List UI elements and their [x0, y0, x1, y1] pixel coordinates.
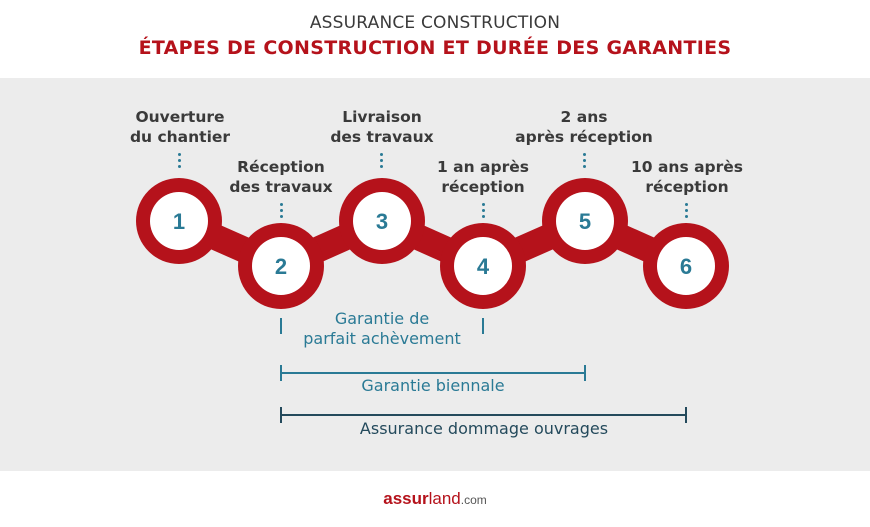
- page-subtitle: ASSURANCE CONSTRUCTION: [309, 13, 561, 33]
- step-circles: [136, 178, 729, 309]
- step-connector-dots-4: [482, 203, 485, 221]
- step-number-2: 2: [275, 254, 287, 279]
- step-connector-dots-5: [583, 153, 586, 171]
- step-connector-dots-1: [178, 153, 181, 171]
- step-connector-dots-2: [280, 203, 283, 221]
- step-number-5: 5: [579, 209, 591, 234]
- step-number-4: 4: [477, 254, 490, 279]
- step-number-3: 3: [376, 209, 388, 234]
- page-title: ÉTAPES DE CONSTRUCTION ET DURÉE DES GARA…: [138, 37, 732, 59]
- range-label-biennale: Garantie biennale: [361, 376, 505, 395]
- range-label-dommage-ouvrages: Assurance dommage ouvrages: [359, 419, 609, 438]
- step-connector-dots-6: [685, 203, 688, 221]
- step-number-6: 6: [680, 254, 692, 279]
- assurland-logo[interactable]: assurland.com: [383, 489, 487, 508]
- step-connector-dots-3: [380, 153, 383, 171]
- range-bracket-biennale: [280, 365, 586, 381]
- step-number-1: 1: [173, 209, 185, 234]
- range-bracket-dommage-ouvrages: [280, 407, 687, 423]
